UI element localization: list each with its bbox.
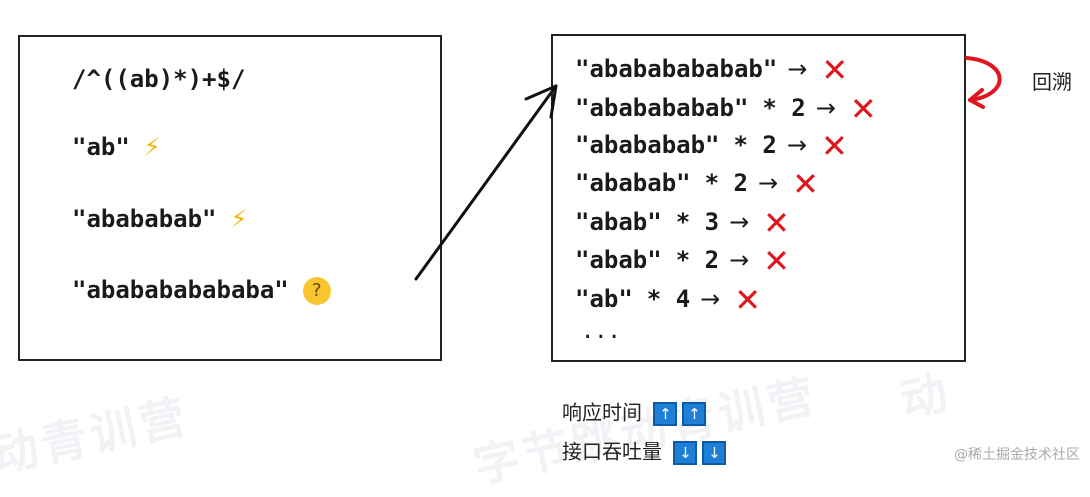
input-string-row: "ababababababa"? (72, 277, 331, 305)
step-multiplier: * 2 (733, 131, 777, 159)
metric-label: 响应时间 (562, 400, 642, 425)
lightning-icon: ⚡ (230, 205, 248, 233)
step-string: "abab" (575, 246, 662, 274)
right-arrow-icon: → (729, 246, 750, 274)
input-string: "abababab" (72, 205, 217, 233)
cross-mark-icon: ✕ (734, 281, 762, 319)
up-arrow-icon: ↑ (682, 402, 707, 426)
source-watermark: @稀土掘金技术社区 (954, 447, 1080, 463)
step-string: "ababab" (575, 169, 691, 197)
metric-label: 接口吞吐量 (562, 439, 662, 464)
step-row: "ababab" * 2 → ✕ (575, 168, 819, 200)
step-multiplier: * 2 (704, 169, 748, 197)
right-arrow-icon: → (729, 208, 750, 236)
regex-pattern: /^((ab)*)+$/ (72, 65, 246, 93)
right-arrow-icon: → (786, 131, 807, 159)
input-string-row: "abababab" ⚡ (72, 207, 247, 231)
lightning-icon: ⚡ (143, 133, 161, 161)
step-row: "abababab" * 2 → ✕ (575, 130, 848, 162)
cross-mark-icon: ✕ (763, 204, 790, 242)
backtrack-label: 回溯 (1032, 70, 1072, 94)
step-string: "abababababab" (575, 55, 778, 83)
step-multiplier: * 4 (646, 285, 691, 313)
cross-mark-icon: ✕ (792, 165, 819, 203)
step-string: "abababab" (575, 131, 720, 159)
down-arrow-icon: ↓ (702, 441, 727, 465)
step-row: "ab" * 4 → ✕ (575, 284, 761, 316)
cross-mark-icon: ✕ (821, 51, 849, 89)
input-string-row: "ab" ⚡ (72, 135, 161, 159)
backtracking-steps-box: "abababababab" → ✕ "ababababab" * 2 → ✕ "abab… (551, 34, 966, 362)
connector-arrow (414, 84, 558, 281)
down-arrow-icon: ↓ (673, 441, 698, 465)
thinking-face-icon: ? (302, 277, 331, 305)
input-string: "ab" (72, 133, 130, 161)
up-arrow-icon: ↑ (653, 402, 678, 426)
step-multiplier: * 3 (675, 208, 720, 236)
cross-mark-icon: ✕ (763, 242, 790, 280)
step-row: "abab" * 2 → ✕ (575, 245, 790, 277)
right-arrow-icon: → (787, 55, 808, 83)
metric-row-throughput: 接口吞吐量 ↓↓ (562, 439, 727, 465)
ellipsis: ... (581, 319, 621, 344)
step-string: "abab" (575, 208, 662, 236)
input-string: "ababababababa" (72, 276, 289, 304)
right-arrow-icon: → (757, 169, 779, 197)
step-row: "ababababab" * 2 → ✕ (575, 93, 877, 125)
right-arrow-icon: → (700, 285, 721, 313)
step-multiplier: * 2 (675, 246, 720, 274)
step-string: "ab" (575, 285, 633, 313)
step-string: "ababababab" (575, 94, 749, 122)
regex-input-box: /^((ab)*)+$/ "ab" ⚡ "abababab" ⚡ "abababab… (18, 35, 442, 361)
step-multiplier: * 2 (762, 94, 806, 122)
metric-row-response-time: 响应时间 ↑↑ (562, 400, 707, 426)
backtrack-curved-arrow-icon (965, 56, 1002, 109)
diagram-connectors (414, 56, 1002, 281)
right-arrow-icon: → (815, 94, 836, 122)
cross-mark-icon: ✕ (849, 90, 877, 128)
step-row: "abab" * 3 → ✕ (575, 207, 790, 239)
cross-mark-icon: ✕ (820, 127, 848, 165)
step-row: "abababababab" → ✕ (575, 54, 848, 86)
